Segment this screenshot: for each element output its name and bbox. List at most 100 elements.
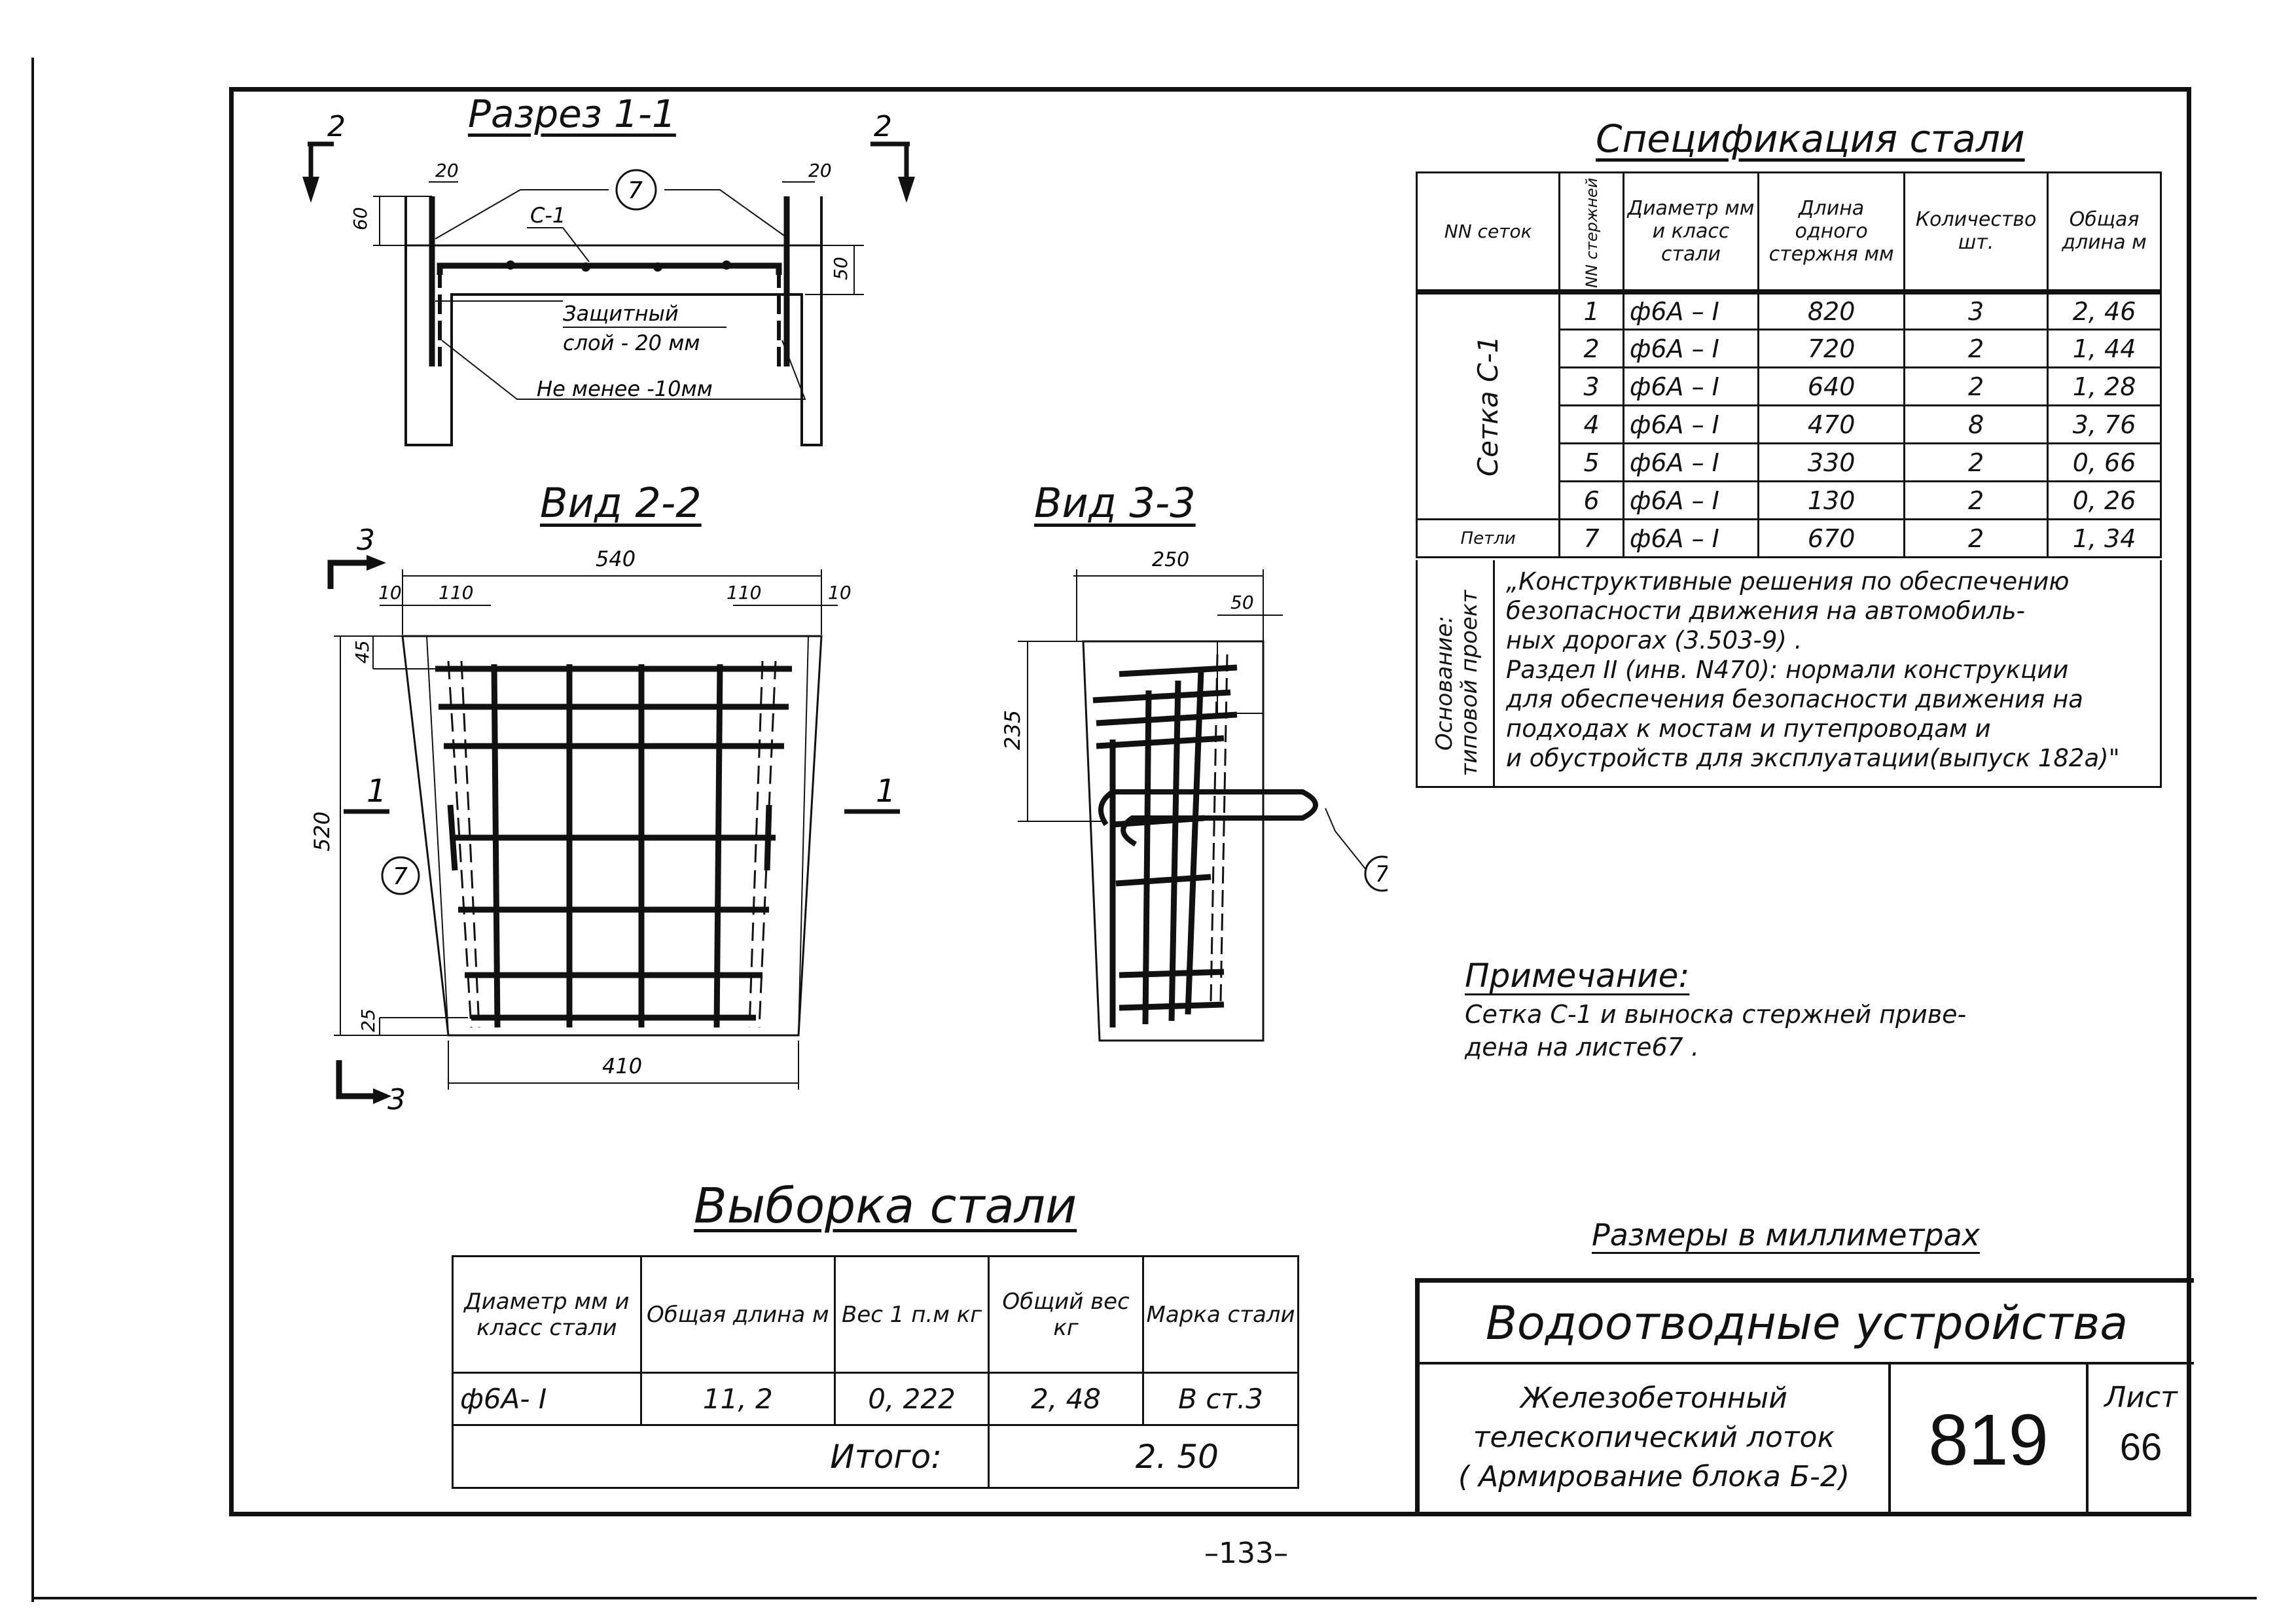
spec-row-no: 5 (1558, 442, 1624, 482)
view-3-3-title: Вид 3-3 (1034, 479, 1196, 527)
spec-row-len: 130 (1757, 480, 1906, 520)
section-1-1-title: Разрез 1-1 (468, 92, 676, 136)
spec-header-total: Общая длина м (2047, 171, 2162, 294)
bottom-margin-line (31, 1597, 2257, 1599)
selection-table: Диаметр мм и класс стали Общая длина м В… (451, 1255, 1299, 1489)
sel-total-value: 2. 50 (988, 1424, 1299, 1489)
view-2-2-drawing: 3 3 540 10 110 110 10 45 520 25 410 1 (310, 524, 900, 1116)
spec-row-no: 1 (1558, 291, 1624, 330)
dim-10-right: 10 (828, 582, 852, 603)
spec-row-len: 820 (1757, 291, 1906, 330)
spec-row-qty: 2 (1903, 518, 2049, 558)
tb-sheet-label: Лист (2104, 1381, 2178, 1414)
spec-row-diam: ф6А – I (1622, 329, 1760, 368)
dim-20-right: 20 (808, 160, 832, 181)
dim-540: 540 (596, 546, 636, 571)
drawing-frame (229, 87, 2191, 1516)
cut-mark-left: 2 (327, 110, 346, 143)
spec-row-total: 3, 76 (2047, 404, 2162, 444)
spec-row-len: 640 (1757, 366, 1906, 406)
title-block: Водоотводные устройства Железобетонный т… (1415, 1278, 2194, 1516)
note-min: Не менее -10мм (537, 376, 713, 401)
spec-table: NN сеток NN стержней Диаметр мм и класс … (1415, 171, 2162, 558)
basis-line: „Конструктивные решения по обеспечению (1506, 567, 2070, 596)
tb-description: Железобетонный телескопический лоток ( А… (1420, 1364, 1891, 1516)
tb-desc-line-2: телескопический лоток (1473, 1421, 1835, 1454)
view33-callout-7: 7 (1375, 861, 1388, 887)
page-number: –133– (1204, 1537, 1288, 1570)
spec-row-no: 3 (1558, 366, 1624, 406)
section-mark-1-right: 1 (876, 773, 896, 810)
basis-text: „Конструктивные решения по обеспечению б… (1506, 567, 2120, 773)
section-mark-1-left: 1 (367, 773, 387, 810)
spec-row-total: 1, 44 (2047, 329, 2162, 368)
spec-row-diam: ф6А – I (1622, 442, 1760, 482)
spec-row-total: 0, 26 (2047, 480, 2162, 520)
spec-row-len: 670 (1757, 518, 1906, 558)
sel-cell-grade: В ст.3 (1142, 1372, 1299, 1426)
cut-mark-3-bottom: 3 (387, 1083, 406, 1116)
note-cover-2: слой - 20 мм (563, 330, 700, 355)
left-margin-line (31, 58, 34, 1602)
spec-row-qty: 2 (1903, 329, 2049, 368)
dim-50: 50 (830, 257, 852, 280)
sel-cell-length: 11, 2 (639, 1372, 836, 1426)
spec-row-qty: 2 (1903, 366, 2049, 406)
basis-line: и обустройств для эксплуатации(выпуск 18… (1506, 744, 2120, 772)
cut-mark-3-top: 3 (357, 524, 375, 557)
tb-desc-line-3: ( Армирование блока Б-2) (1458, 1460, 1850, 1493)
dim-235: 235 (1000, 710, 1025, 750)
spec-row-total: 0, 66 (2047, 442, 2162, 482)
dims-note: Размеры в миллиметрах (1592, 1217, 1980, 1253)
sel-cell-weight: 2, 48 (988, 1372, 1145, 1426)
spec-row-len: 330 (1757, 442, 1906, 482)
tb-album: 819 (1891, 1364, 2089, 1516)
note-line-1: Сетка С-1 и выноска стержней приве- (1465, 1000, 1967, 1029)
spec-row-qty: 2 (1903, 480, 2049, 520)
view-3-3-drawing: 7 250 50 235 (1000, 548, 1388, 1042)
tb-desc-line-1: Железобетонный (1520, 1382, 1787, 1415)
spec-header-diam: Диаметр мм и класс стали (1622, 171, 1760, 294)
view22-callout-7: 7 (393, 863, 408, 890)
sel-cell-weight1: 0, 222 (834, 1372, 990, 1426)
sel-header-diam: Диаметр мм и класс стали (452, 1255, 642, 1374)
basis-line: для обеспечения безопасности движения на (1506, 685, 2083, 713)
dim-110-left: 110 (439, 582, 473, 603)
spec-row-total: 1, 28 (2047, 366, 2162, 406)
spec-row-diam: ф6А – I (1622, 404, 1760, 444)
section-1-1-drawing: 2 2 20 20 60 50 7 С-1 Защитный слой - 20… (302, 110, 915, 446)
dim-10-left: 10 (378, 582, 402, 603)
note-line-2: дена на листе67 . (1465, 1033, 1699, 1061)
sel-total-label: Итого: (451, 1424, 990, 1489)
view-2-2-title: Вид 2-2 (540, 479, 702, 527)
dim-520: 520 (310, 812, 334, 851)
sel-header-length: Общая длина м (639, 1255, 836, 1374)
spec-row-qty: 3 (1903, 291, 2049, 330)
spec-row-diam: ф6А – I (1622, 366, 1760, 406)
note-title: Примечание: (1465, 957, 1690, 995)
basis-label: Основание: типовой проект (1431, 590, 1482, 777)
dim-20-left: 20 (435, 160, 459, 181)
mesh-label-c1: С-1 (530, 203, 565, 228)
spec-header-mesh: NN сеток (1415, 171, 1561, 294)
spec-row-len: 720 (1757, 329, 1906, 368)
spec-row-len: 470 (1757, 404, 1906, 444)
spec-row-total: 2, 46 (2047, 291, 2162, 330)
spec-row-no: 6 (1558, 480, 1624, 520)
spec-row-diam: ф6А – I (1622, 291, 1760, 330)
spec-group-loops: Петли (1415, 518, 1561, 558)
sel-header-grade: Марка стали (1142, 1255, 1299, 1374)
dim-45: 45 (351, 640, 373, 664)
dim-25: 25 (357, 1008, 379, 1032)
dim-250: 250 (1152, 548, 1189, 571)
spec-row-diam: ф6А – I (1622, 480, 1760, 520)
spec-group-mesh: Сетка С-1 (1415, 291, 1561, 520)
spec-row-qty: 8 (1903, 404, 2049, 444)
cut-mark-right: 2 (874, 110, 892, 143)
spec-row-diam: ф6А – I (1622, 518, 1760, 558)
dim-410: 410 (602, 1054, 642, 1079)
note-cover-1: Защитный (563, 301, 679, 326)
tb-sheet-number: 66 (2119, 1426, 2162, 1469)
dim-110-right: 110 (726, 582, 761, 603)
section-callout-7: 7 (628, 177, 643, 204)
